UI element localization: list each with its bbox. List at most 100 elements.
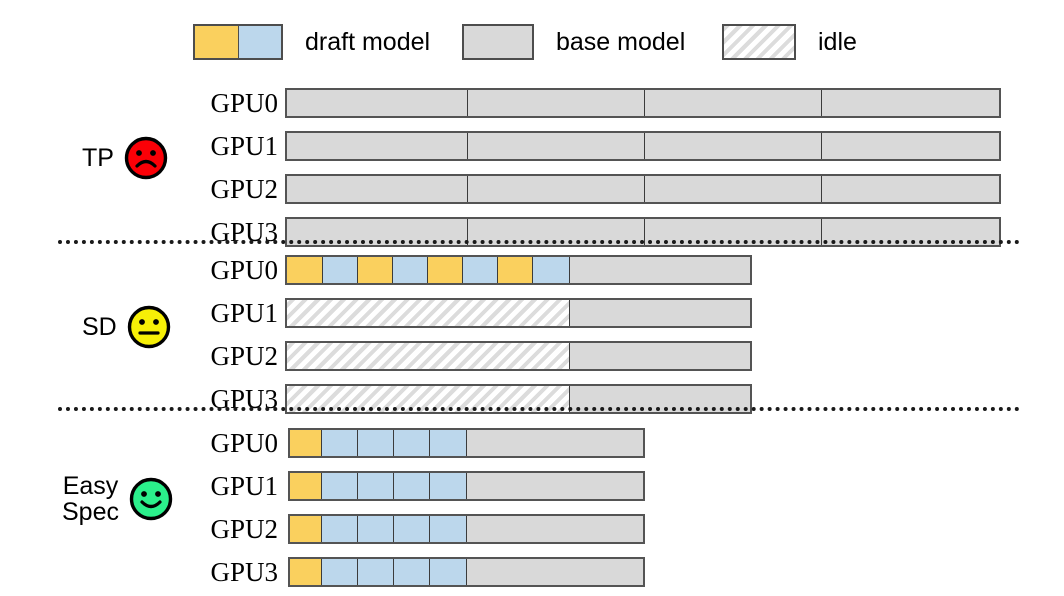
- timeline-segment-base: [645, 90, 822, 116]
- gpu-row-label: GPU2: [210, 341, 278, 371]
- timeline-segment-draft-y: [287, 257, 323, 283]
- gpu-row-label: GPU0: [210, 428, 278, 458]
- gpu-row-label: GPU3: [210, 557, 278, 587]
- legend-swatch-1: [462, 24, 534, 60]
- smiling-face-icon: [129, 477, 173, 521]
- gpu-row: GPU2: [0, 174, 1064, 204]
- gpu-row-label: GPU1: [210, 471, 278, 501]
- timeline-segment-base: [467, 559, 643, 585]
- timeline-segment-base: [468, 90, 645, 116]
- gpu-row: GPU3: [0, 557, 1064, 587]
- timeline-segment-draft-b: [323, 257, 358, 283]
- legend-entry-2: idle: [722, 24, 857, 60]
- timeline-segment-draft-b: [358, 473, 394, 499]
- group-tag-sd: SD: [82, 305, 171, 349]
- timeline-segment-base: [468, 176, 645, 202]
- timeline-bar: [285, 298, 752, 328]
- timeline-segment-idle: [287, 300, 570, 326]
- timeline-segment-draft-b: [394, 559, 430, 585]
- gpu-row: GPU1: [0, 131, 1064, 161]
- timeline-bar: [285, 131, 1001, 161]
- timeline-segment-draft-b: [322, 430, 358, 456]
- gpu-row: GPU2: [0, 341, 1064, 371]
- timeline-segment-draft-y: [290, 430, 322, 456]
- legend-swatch-fill: [464, 26, 532, 58]
- timeline-segment-base: [570, 343, 750, 369]
- timeline-segment-draft-y: [358, 257, 393, 283]
- timeline-segment-draft-b: [463, 257, 498, 283]
- legend: draft model base model idle: [0, 0, 1064, 80]
- timeline-segment-base: [467, 473, 643, 499]
- timeline-segment-base: [287, 176, 468, 202]
- timeline-segment-draft-y: [498, 257, 533, 283]
- timeline-segment-draft-y: [290, 473, 322, 499]
- legend-swatch-0: [193, 24, 283, 60]
- timeline-segment-draft-b: [394, 516, 430, 542]
- legend-label-2: idle: [818, 27, 857, 56]
- timeline-segment-base: [570, 300, 750, 326]
- timeline-segment-draft-b: [322, 516, 358, 542]
- gpu-row-label: GPU1: [210, 298, 278, 328]
- legend-swatch-half-0: [195, 26, 239, 58]
- timeline-segment-draft-b: [322, 473, 358, 499]
- legend-swatch-2: [722, 24, 796, 60]
- group-name-sd: SD: [82, 312, 117, 341]
- legend-label-1: base model: [556, 27, 686, 56]
- timeline-segment-base: [287, 90, 468, 116]
- legend-swatch-half-1: [238, 26, 281, 58]
- group-name-tp: TP: [82, 143, 114, 172]
- neutral-face-icon: [127, 305, 171, 349]
- legend-entry-1: base model: [462, 24, 685, 60]
- gpu-row: GPU1: [0, 471, 1064, 501]
- timeline-segment-draft-b: [394, 473, 430, 499]
- gpu-row: GPU1: [0, 298, 1064, 328]
- timeline-segment-base: [467, 430, 643, 456]
- timeline-segment-draft-b: [430, 559, 467, 585]
- timeline-bar: [285, 174, 1001, 204]
- timeline-segment-base: [822, 90, 999, 116]
- timeline-segment-draft-y: [290, 559, 322, 585]
- timeline-segment-draft-y: [290, 516, 322, 542]
- gpu-row-label: GPU0: [210, 88, 278, 118]
- timeline-segment-draft-b: [430, 516, 467, 542]
- timeline-segment-base: [467, 516, 643, 542]
- timeline-segment-base: [822, 176, 999, 202]
- group-name-easyspec: Easy Spec: [62, 472, 119, 527]
- gpu-row-label: GPU0: [210, 255, 278, 285]
- timeline-segment-base: [645, 176, 822, 202]
- timeline-segment-base: [570, 257, 750, 283]
- section-divider-1: [58, 407, 1020, 411]
- timeline-segment-draft-y: [428, 257, 463, 283]
- timeline-segment-base: [645, 133, 822, 159]
- legend-swatch-hatch: [724, 26, 794, 58]
- timeline-bar: [285, 341, 752, 371]
- group-tag-easyspec: Easy Spec: [62, 473, 173, 526]
- timeline-bar: [288, 428, 645, 458]
- timeline-segment-draft-b: [394, 430, 430, 456]
- legend-entry-0: draft model: [193, 24, 430, 60]
- timeline-segment-base: [468, 133, 645, 159]
- timeline-segment-draft-b: [358, 430, 394, 456]
- gpu-row-label: GPU2: [210, 174, 278, 204]
- timeline-segment-base: [287, 133, 468, 159]
- gpu-row-label: GPU2: [210, 514, 278, 544]
- gpu-row: GPU0: [0, 255, 1064, 285]
- timeline-segment-idle: [287, 343, 570, 369]
- gpu-row: GPU2: [0, 514, 1064, 544]
- timeline-bar: [285, 88, 1001, 118]
- gpu-row: GPU0: [0, 88, 1064, 118]
- timeline-segment-draft-b: [430, 430, 467, 456]
- timeline-segment-base: [822, 133, 999, 159]
- timeline-bar: [288, 557, 645, 587]
- timeline-segment-draft-b: [393, 257, 428, 283]
- timeline-segment-draft-b: [358, 516, 394, 542]
- frowning-face-icon: [124, 136, 168, 180]
- timeline-bar: [288, 514, 645, 544]
- timeline-bar: [288, 471, 645, 501]
- timeline-segment-draft-b: [533, 257, 570, 283]
- legend-label-0: draft model: [305, 27, 431, 56]
- timeline-segment-draft-b: [358, 559, 394, 585]
- gpu-row: GPU0: [0, 428, 1064, 458]
- timeline-segment-draft-b: [430, 473, 467, 499]
- timeline-bar: [285, 255, 752, 285]
